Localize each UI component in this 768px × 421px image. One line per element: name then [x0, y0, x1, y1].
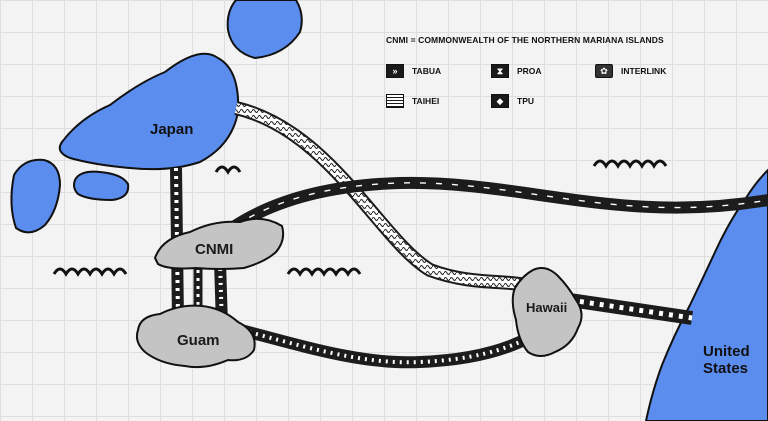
legend-label-proa: PROA [517, 66, 542, 76]
label-guam: Guam [177, 332, 220, 349]
label-japan: Japan [150, 121, 193, 138]
label-cnmi: CNMI [195, 241, 233, 258]
legend-label-interlink: INTERLINK [621, 66, 667, 76]
waves-icon [592, 159, 668, 169]
land-north-top [226, 0, 303, 60]
waves-icon [286, 267, 362, 277]
island-cnmi[interactable] [153, 217, 285, 270]
legend-note-text: = COMMONWEALTH OF THE NORTHERN MARIANA I… [408, 35, 664, 45]
flower-icon: ✿ [595, 64, 613, 78]
land-japan [58, 52, 240, 171]
chevrons-icon: » [386, 64, 404, 78]
legend-label-tpu: TPU [517, 96, 534, 106]
land-west-island [10, 158, 62, 234]
legend-note-abbr: CNMI [386, 35, 409, 45]
cable-taihei[interactable] [234, 101, 527, 292]
label-united-states-line2: States [703, 360, 748, 377]
cable-tpu[interactable] [205, 176, 768, 250]
waves-icon [52, 267, 128, 277]
hourglass-icon: ⧗ [491, 64, 509, 78]
legend-item-proa: ⧗ PROA [491, 64, 542, 78]
arrows-icon: ◆ [491, 94, 509, 108]
label-hawaii: Hawaii [526, 300, 567, 315]
waves-icon: ~ [386, 94, 404, 108]
island-hawaii[interactable] [511, 267, 583, 357]
legend-item-interlink: ✿ INTERLINK [595, 64, 666, 78]
legend-label-taihei: TAIHEI [412, 96, 440, 106]
legend-item-tpu: ◆ TPU [491, 94, 534, 108]
cable-tabua[interactable] [568, 293, 694, 325]
island-guam[interactable] [135, 304, 256, 369]
label-united-states-line1: United [703, 343, 750, 360]
legend-item-taihei: ~ TAIHEI [386, 94, 439, 108]
cable-interlink[interactable] [214, 261, 531, 369]
legend-label-tabua: TABUA [412, 66, 442, 76]
waves-icon [214, 165, 242, 175]
legend-item-tabua: » TABUA [386, 64, 441, 78]
land-small-island [73, 170, 130, 202]
legend-note: CNMI = COMMONWEALTH OF THE NORTHERN MARI… [386, 35, 664, 45]
